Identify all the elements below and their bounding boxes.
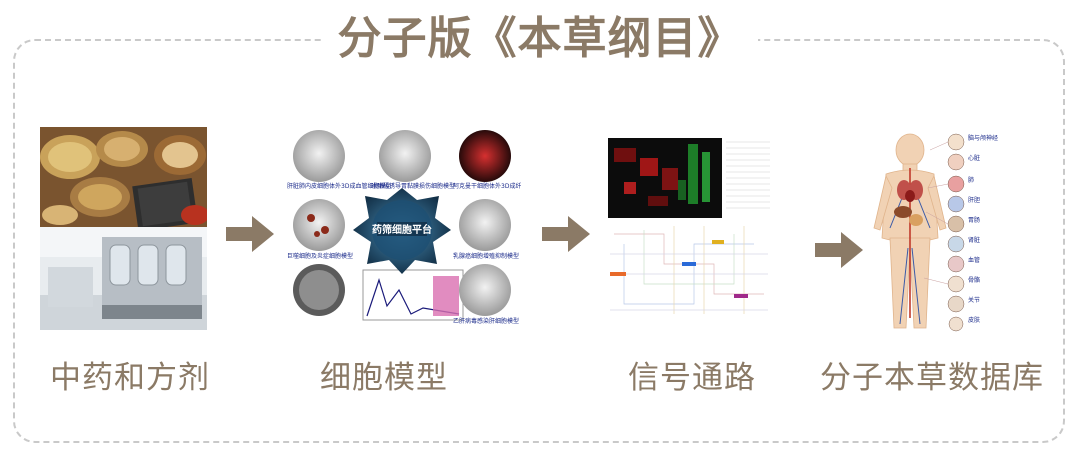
cell-caption: 阿克曼干细胞体外3D成纤维细胞模型 [453, 182, 521, 190]
organ-note: 胃肠 [968, 216, 980, 224]
organ-note: 关节 [968, 296, 980, 304]
cell-dish-2 [379, 130, 431, 182]
human-body-organ-diagram: 脑与颅神经 心脏 肺 肝胆 胃肠 肾脏 血管 骨骼 关节 皮肤 [870, 128, 1030, 332]
organ-note: 肾脏 [968, 236, 980, 244]
herbal-medicine-photo [40, 127, 207, 330]
arrow-right-icon [542, 216, 590, 252]
signaling-pathway-map [604, 134, 774, 320]
arrow-right-icon [226, 216, 274, 252]
cell-dish-3 [459, 130, 511, 182]
organ-note: 肺 [968, 177, 974, 184]
cell-dish-6 [459, 199, 511, 251]
organ-note: 脑与颅神经 [968, 134, 998, 142]
organ-note: 心脏 [968, 154, 980, 162]
cell-caption: 乙肝病毒感染肝细胞模型 [453, 317, 519, 325]
step-label-molecular-database: 分子本草数据库 [820, 360, 1044, 396]
cell-dish-1 [293, 130, 345, 182]
cell-caption: 巨噬细胞及炎症细胞模型 [287, 252, 353, 260]
organ-note: 肝胆 [968, 197, 980, 204]
cell-platform-label: 药筛细胞平台 [372, 223, 432, 236]
step-label-cell-model: 细胞模型 [320, 360, 448, 396]
arrow-right-icon [815, 232, 863, 268]
organ-icons [947, 133, 965, 332]
heatmap-labels [726, 141, 770, 209]
title-background [322, 6, 758, 72]
cell-caption: 乳腺癌细胞增殖抑制模型 [453, 252, 519, 260]
step-label-herbal-medicine: 中药和方剂 [50, 360, 210, 396]
cell-caption: 肝脏肺内皮细胞体外3D成血管细胞模型 [287, 182, 391, 190]
organ-note: 皮肤 [968, 316, 980, 324]
cell-model-collage: 药筛细胞平台 肝脏肺内皮细胞体外3D成血管细胞模型 冰醋酸诱导胃黏膜损伤细胞模型… [283, 130, 521, 326]
cell-caption: 冰醋酸诱导胃黏膜损伤细胞模型 [371, 182, 455, 190]
cell-dish-4 [293, 199, 345, 251]
organ-note: 血管 [968, 256, 980, 264]
cell-dish-8 [459, 264, 511, 316]
organ-note: 骨骼 [968, 276, 980, 284]
step-label-signaling-pathway: 信号通路 [628, 360, 756, 396]
page-title: 分子版《本草纲目》 [337, 13, 743, 64]
